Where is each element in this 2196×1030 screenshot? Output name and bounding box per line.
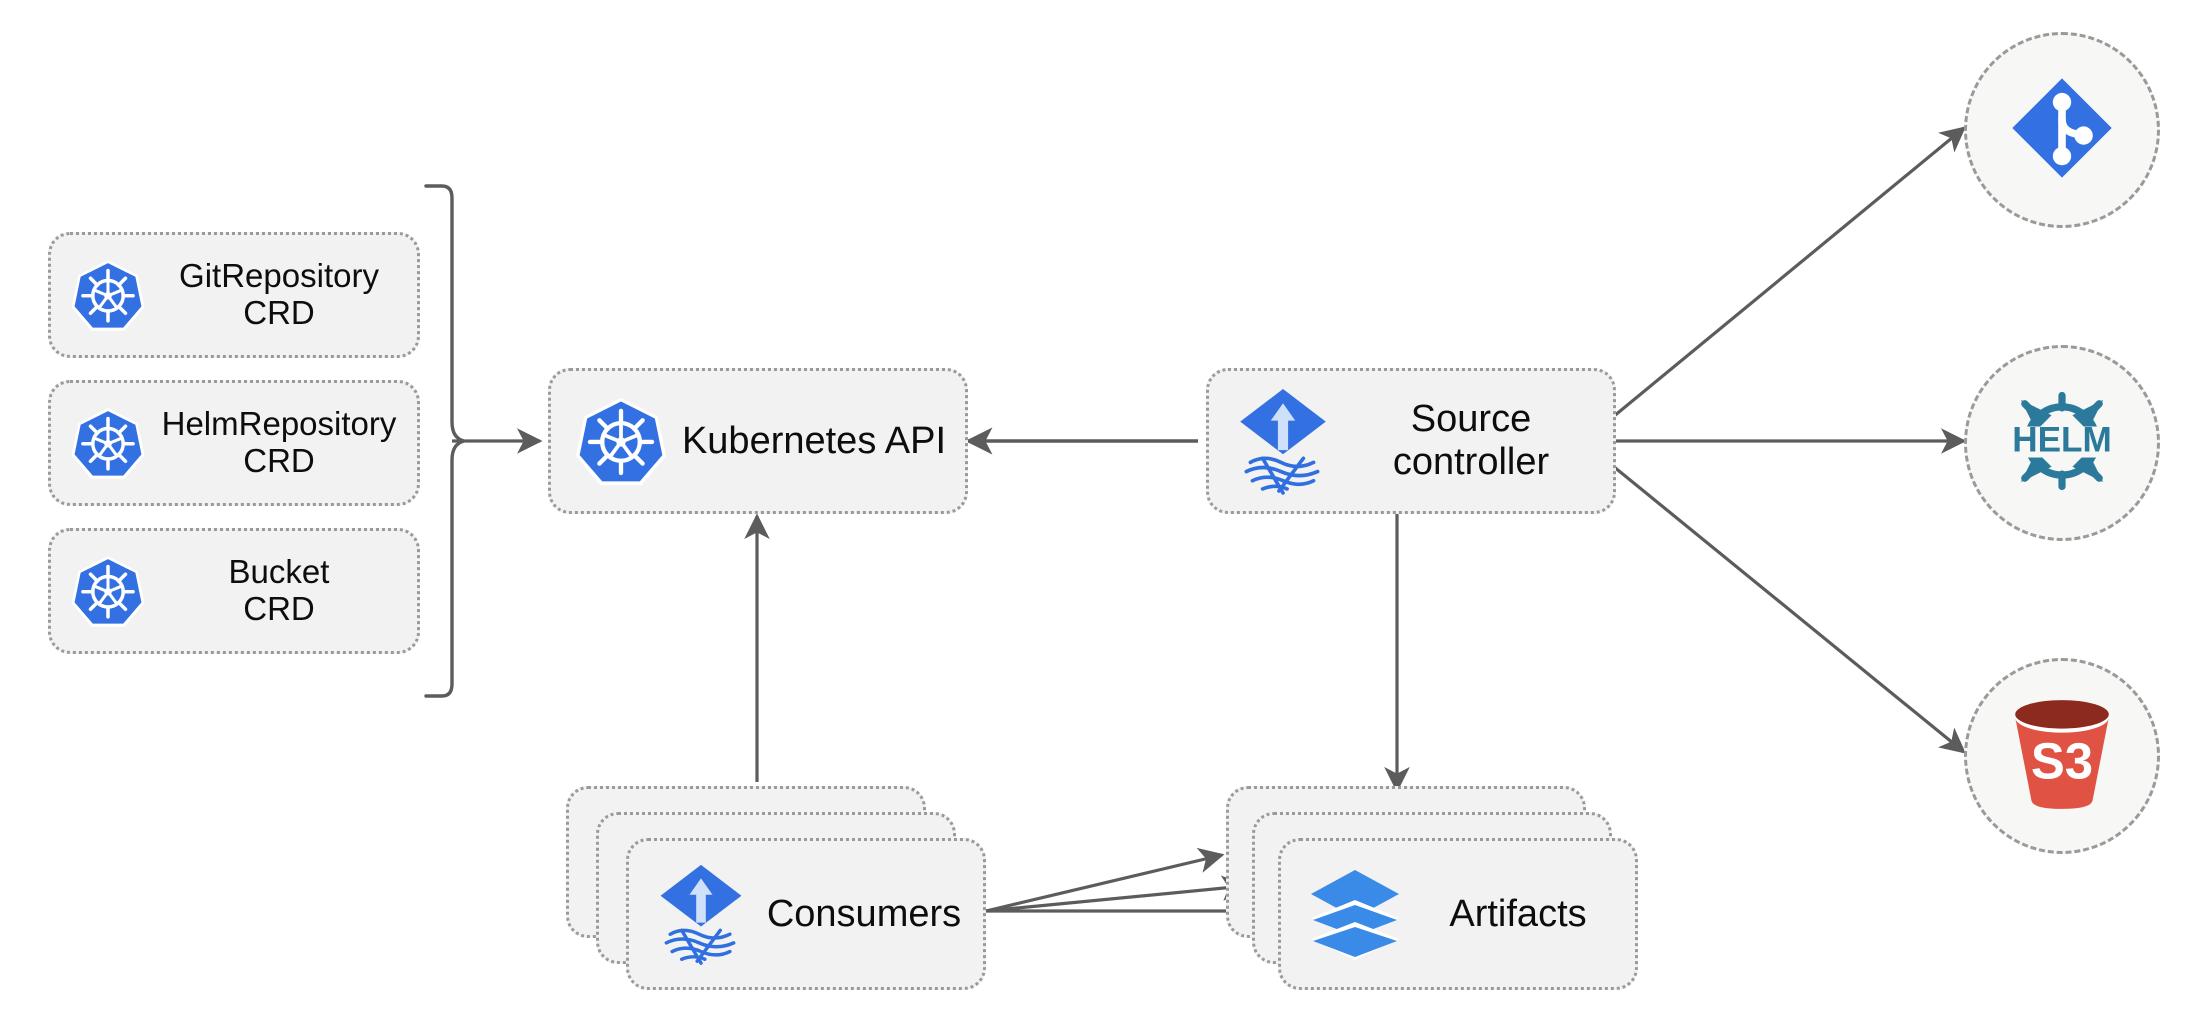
node-label: Kubernetes API [681,419,947,462]
crd-label: GitRepository CRD [179,257,379,331]
edge-source-controller-to-s3 [1606,460,1966,754]
edge-source-controller-to-git [1606,126,1966,423]
node-consumers[interactable]: Consumers [626,838,986,990]
edge-consumers-to-artifacts-2 [985,875,1248,913]
external-s3[interactable]: S3 [1964,658,2160,854]
kubernetes-icon [69,404,147,482]
node-label: Artifacts [1449,892,1587,935]
node-label: Consumers [766,892,962,935]
layers-icon [1303,862,1407,966]
crd-group-brace [424,184,465,698]
crd-label: HelmRepository CRD [161,405,397,479]
s3-icon: S3 [2000,695,2124,818]
crd-card-bucket[interactable]: Bucket CRD [48,528,420,654]
node-source-controller[interactable]: Source controller [1206,368,1616,514]
git-icon [2008,74,2116,187]
kubernetes-icon [573,393,669,489]
helm-icon: HELM [2000,379,2124,508]
node-kubernetes-api[interactable]: Kubernetes API [548,368,968,514]
flux-icon [651,862,751,966]
kubernetes-icon [69,552,147,630]
crd-card-gitrepository[interactable]: GitRepository CRD [48,232,420,358]
external-helm[interactable]: HELM [1964,345,2160,541]
flux-icon [1231,386,1335,496]
crd-label: Bucket CRD [228,553,330,627]
crd-card-helmrepository[interactable]: HelmRepository CRD [48,380,420,506]
s3-label: S3 [2031,732,2093,789]
kubernetes-icon [69,256,147,334]
helm-label: HELM [2012,420,2112,459]
edge-consumers-to-artifacts-1 [985,847,1225,913]
node-label: Source controller [1392,398,1550,483]
node-artifacts[interactable]: Artifacts [1278,838,1638,990]
external-git[interactable] [1964,32,2160,228]
